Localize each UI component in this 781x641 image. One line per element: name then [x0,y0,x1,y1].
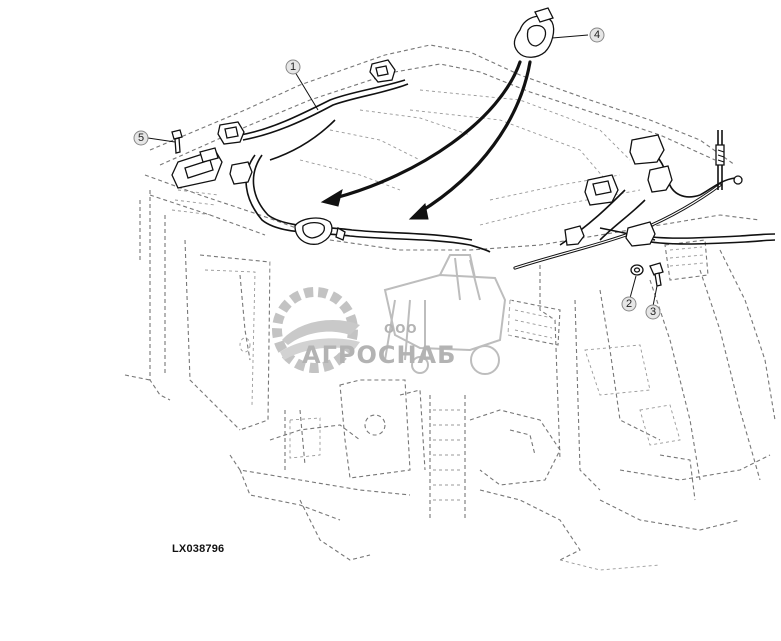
callout-1: 1 [285,59,301,75]
svg-text:3: 3 [650,306,656,318]
mounting-bracket [171,147,223,189]
svg-text:1: 1 [290,61,296,73]
svg-text:2: 2 [626,298,632,310]
callout-2: 2 [621,296,637,312]
screw [171,129,183,154]
watermark: ООО АГРОСНАБ [270,254,512,375]
wiring-clip [513,7,555,58]
harness-connector-mid [229,161,253,185]
harness-connector-right [584,174,619,206]
callout-5: 5 [133,130,149,146]
harness-clip [294,217,346,245]
harness-connector-upper-right [629,134,673,193]
callout-4: 4 [589,27,605,43]
cab-outline [124,44,776,571]
washer [630,264,644,276]
callout-leaders [147,34,658,307]
svg-text:5: 5 [138,132,144,144]
svg-text:АГРОСНАБ: АГРОСНАБ [302,341,456,369]
harness-connector-lower-right [564,221,656,247]
roof-connector-left [217,121,245,145]
antenna-lead [715,144,743,185]
gear-logo-icon [272,287,360,373]
svg-text:4: 4 [594,29,600,41]
direction-arrows [320,60,532,220]
roof-connector-top [369,59,396,83]
callout-3: 3 [645,304,661,320]
harvester-icon [383,254,507,375]
figure-id-label: LX038796 [172,543,225,555]
connectors [171,7,743,287]
bolt [649,262,664,287]
svg-text:ООО: ООО [384,322,418,336]
